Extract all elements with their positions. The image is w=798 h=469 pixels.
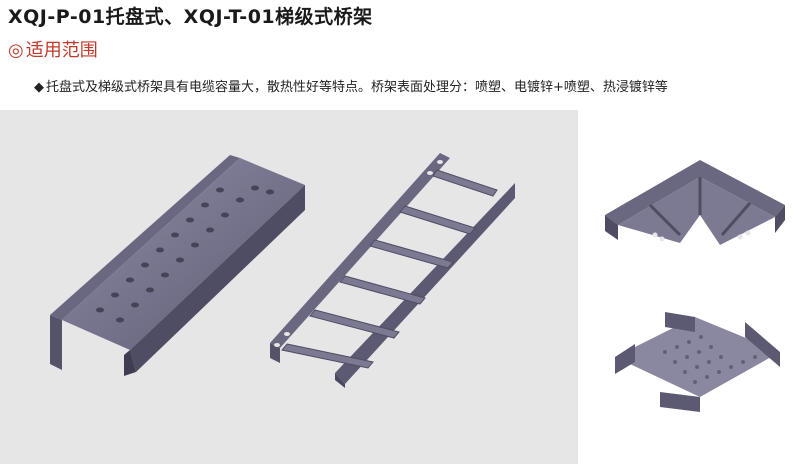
bullet-icon: ◆	[34, 80, 44, 95]
page-title: XQJ-P-01托盘式、XQJ-T-01梯级式桥架	[8, 6, 373, 28]
description-text: 托盘式及梯级式桥架具有电缆容量大，散热性好等特点。桥架表面处理分：喷塑、电镀锌+…	[46, 80, 668, 95]
section-mark-icon: ◎	[8, 40, 24, 61]
description: ◆托盘式及梯级式桥架具有电缆容量大，散热性好等特点。桥架表面处理分：喷塑、电镀锌…	[34, 76, 668, 95]
ladder-tray-icon	[270, 153, 515, 388]
cross-tray-icon	[615, 312, 780, 412]
section-label: 适用范围	[25, 40, 98, 61]
horizontal-bend-tray-icon	[605, 160, 785, 245]
section-heading: ◎适用范围	[8, 36, 98, 62]
perforated-tray-icon	[50, 155, 305, 376]
